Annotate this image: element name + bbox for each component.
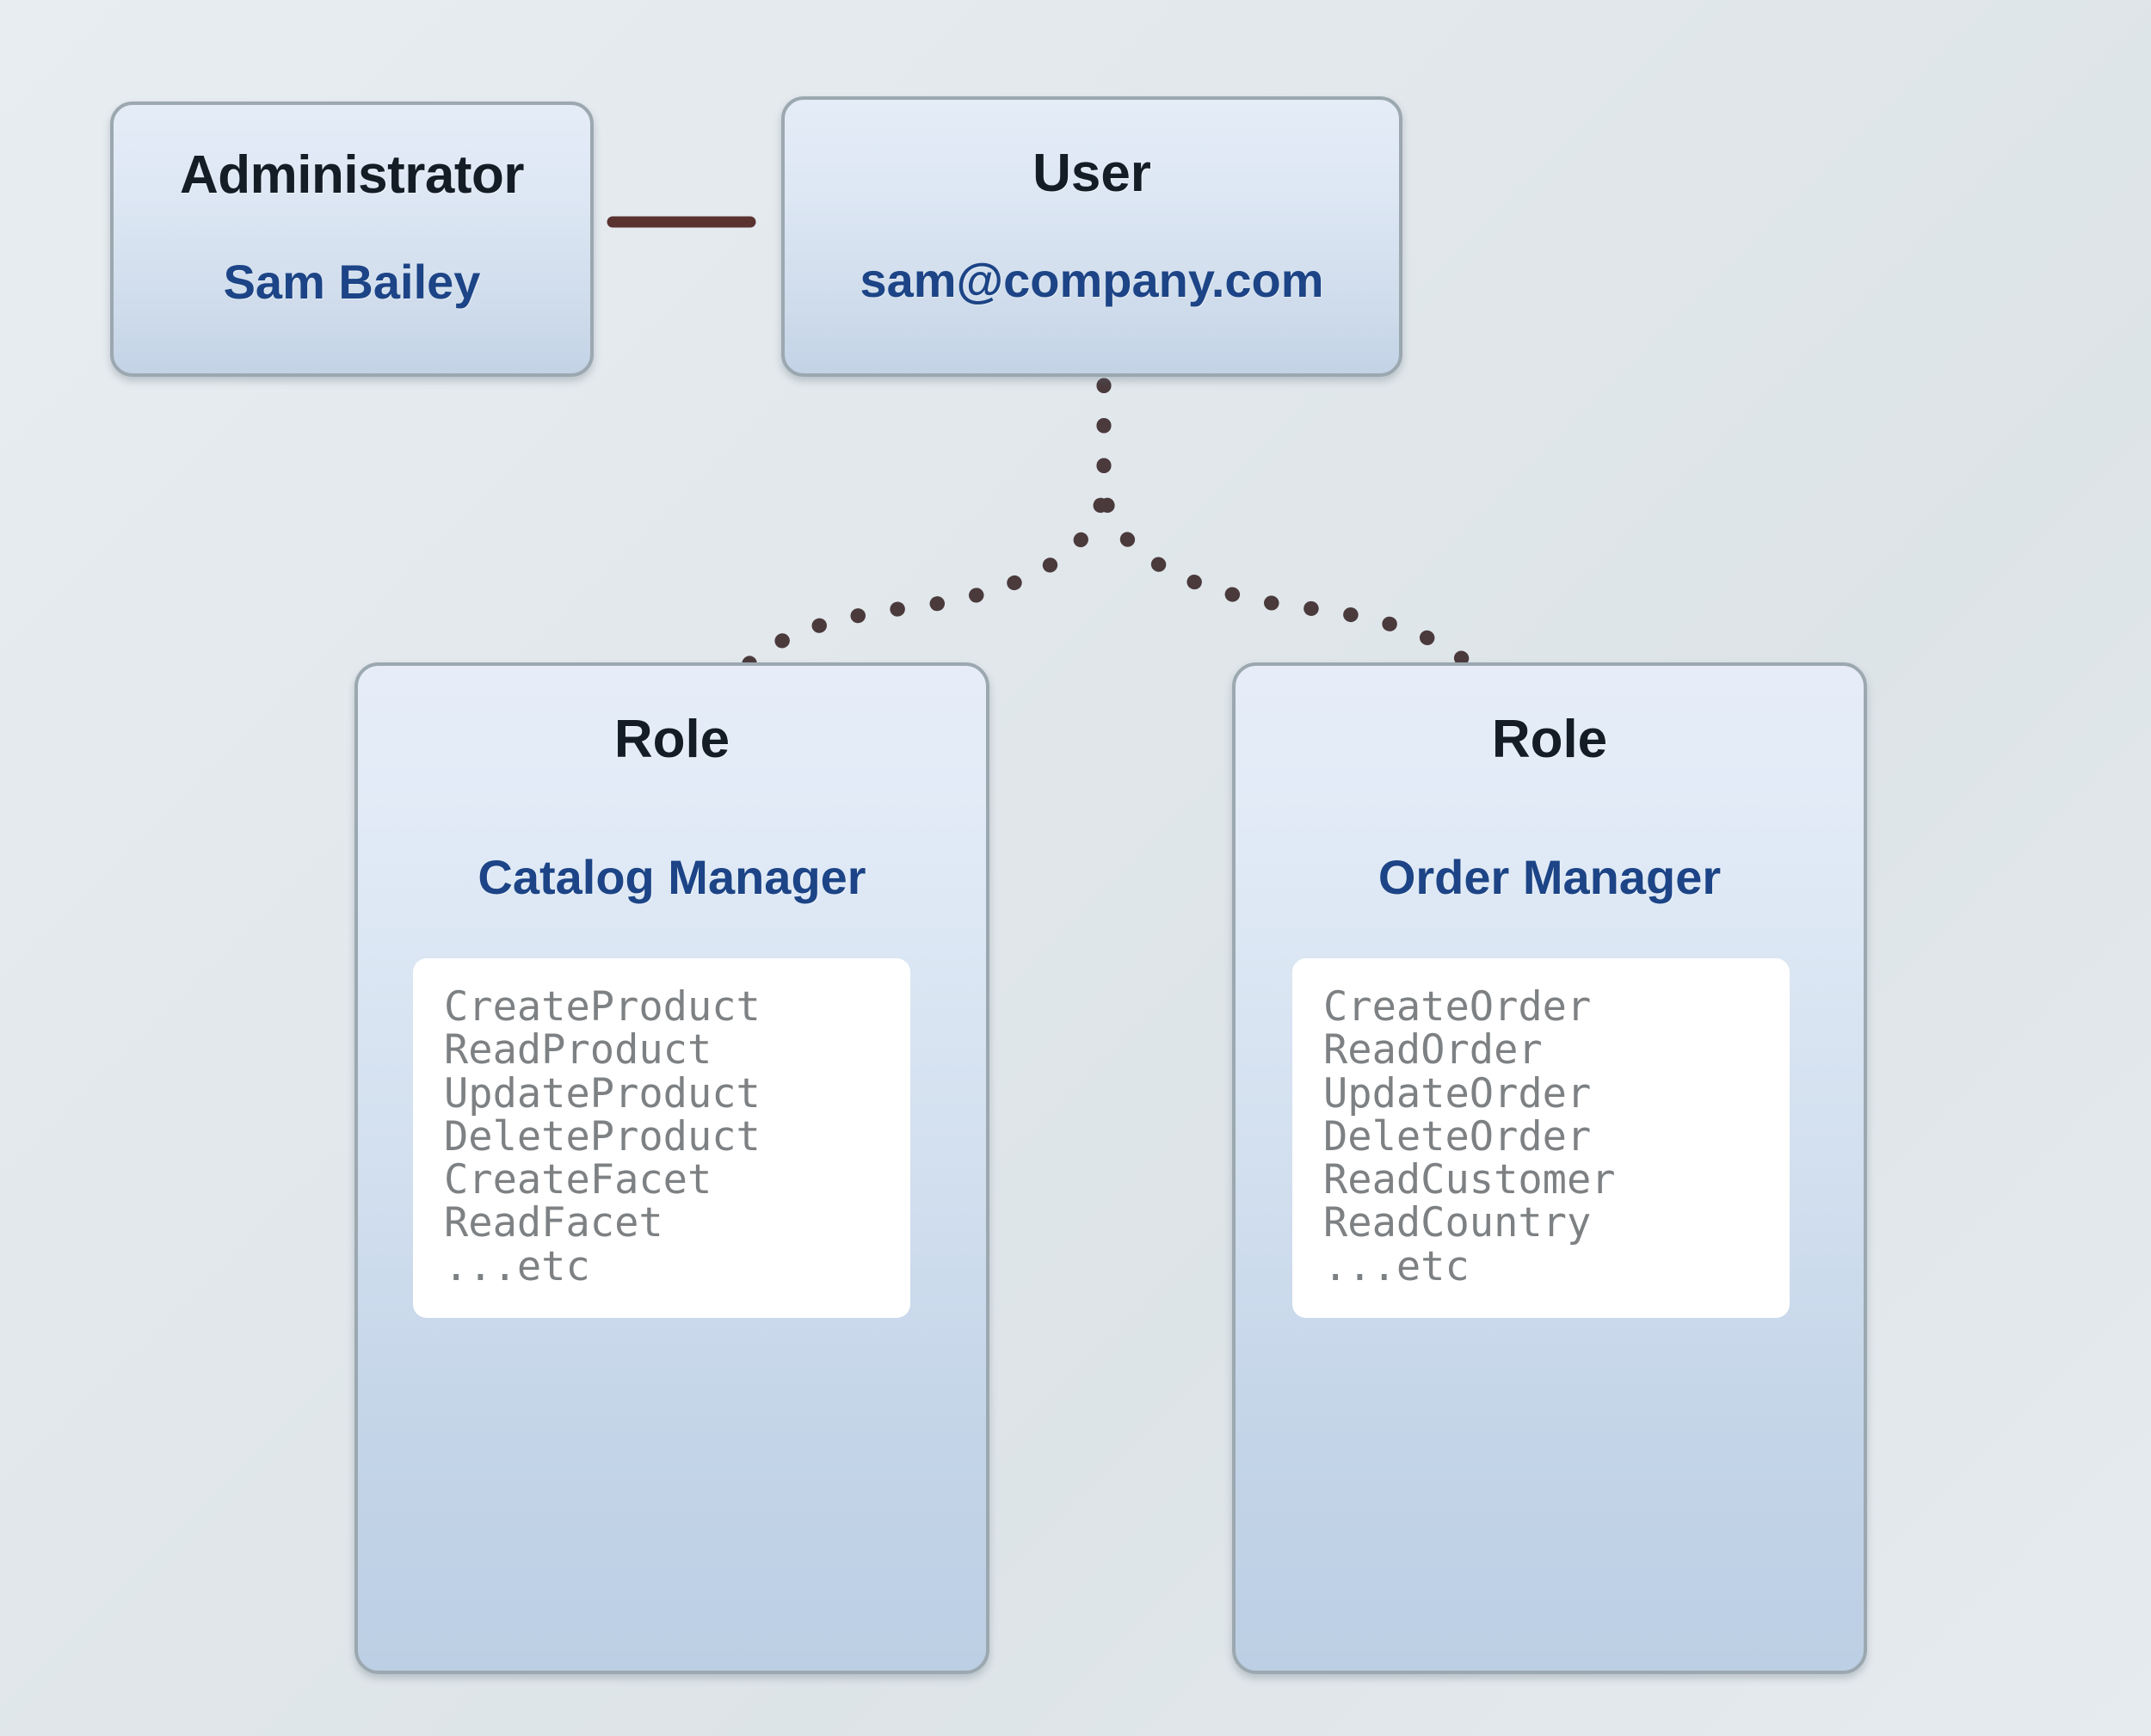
permission-item: ...etc <box>444 1242 590 1290</box>
node-user[interactable]: User sam@company.com <box>781 96 1402 377</box>
permission-item: DeleteProduct <box>444 1112 761 1160</box>
permission-item: ReadCountry <box>1323 1199 1592 1247</box>
permission-item: DeleteOrder <box>1323 1112 1592 1160</box>
administrator-type-label: Administrator <box>180 145 524 205</box>
permission-item: UpdateOrder <box>1323 1069 1592 1117</box>
role-order-name-label: Order Manager <box>1378 850 1722 904</box>
role-order-type-label: Role <box>1491 710 1608 769</box>
permission-item: CreateProduct <box>444 983 761 1031</box>
administrator-name-label: Sam Bailey <box>223 255 481 309</box>
user-type-label: User <box>1032 144 1151 203</box>
permission-item: CreateOrder <box>1323 983 1592 1031</box>
permission-item: ...etc <box>1323 1242 1470 1290</box>
permission-item: ReadCustomer <box>1323 1156 1616 1204</box>
permission-item: ReadFacet <box>444 1199 663 1247</box>
role-catalog-type-label: Role <box>613 710 730 769</box>
role-catalog-name-label: Catalog Manager <box>478 850 866 904</box>
permission-item: ReadOrder <box>1323 1026 1543 1074</box>
user-email-label: sam@company.com <box>860 253 1324 307</box>
permission-item: ReadProduct <box>444 1026 712 1074</box>
permission-item: CreateFacet <box>444 1156 712 1204</box>
permission-item: UpdateProduct <box>444 1069 761 1117</box>
node-administrator[interactable]: Administrator Sam Bailey <box>110 102 594 377</box>
